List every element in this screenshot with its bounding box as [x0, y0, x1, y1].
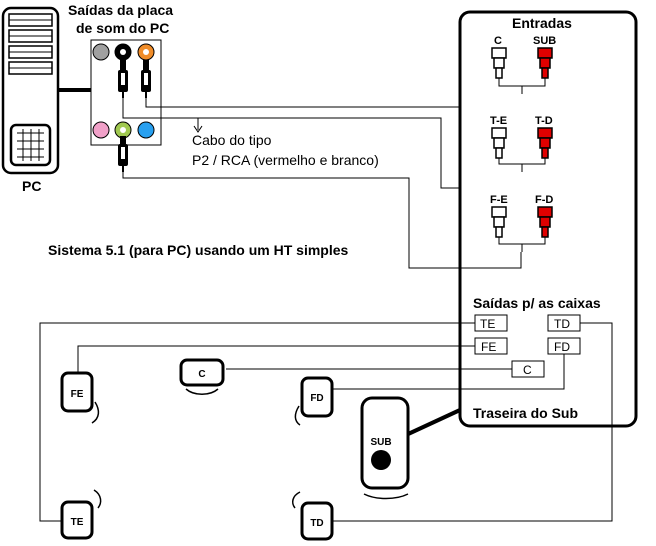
cable-note-line2: P2 / RCA (vermelho e branco): [192, 152, 379, 168]
input-td-label: T-D: [535, 115, 553, 127]
speaker-te: [60, 489, 102, 540]
output-te-label: TE: [480, 317, 495, 331]
input-c-label: C: [494, 35, 502, 47]
speaker-td-label: TD: [310, 518, 323, 529]
speaker-fe: [60, 371, 100, 424]
speaker-sub: [360, 396, 410, 500]
pc-tower: [1, 6, 60, 175]
orange-jack: [137, 43, 155, 61]
outputs-title: Saídas p/ as caixas: [473, 295, 601, 311]
sub-panel: [458, 10, 638, 428]
speaker-c: [179, 358, 225, 395]
input-fe-label: F-E: [490, 194, 508, 206]
rca-white-fe: [491, 206, 507, 238]
rca-red-fd: [537, 206, 553, 238]
gray-jack: [92, 43, 110, 61]
speaker-fd-label: FD: [310, 393, 323, 404]
rca-red-td: [537, 127, 553, 159]
soundcard-title-line2: de som do PC: [76, 20, 169, 36]
rca-white-te: [491, 127, 507, 159]
inputs-title: Entradas: [512, 15, 572, 31]
speaker-fe-label: FE: [71, 389, 84, 400]
speaker-c-label: C: [198, 369, 205, 380]
speaker-sub-label: SUB: [370, 437, 391, 448]
sub-link: [405, 408, 461, 437]
speaker-cables: [39, 322, 613, 522]
blue-jack: [137, 121, 155, 139]
output-td-label: TD: [554, 317, 570, 331]
input-te-label: T-E: [490, 115, 507, 127]
input-sub-label: SUB: [533, 35, 556, 47]
green-jack: [114, 121, 132, 139]
rca-white-c: [491, 47, 507, 79]
input-cables: [122, 98, 522, 269]
rear-label: Traseira do Sub: [473, 405, 578, 421]
pink-jack: [92, 121, 110, 139]
p2-plug-center-sub: [118, 136, 128, 172]
rca-red-sub: [537, 47, 553, 79]
input-fd-label: F-D: [535, 194, 553, 206]
cable-note-line1: Cabo do tipo: [192, 132, 272, 148]
soundcard-title-line1: Saídas da placa: [68, 2, 173, 18]
speaker-fd: [294, 376, 334, 426]
pc-label: PC: [22, 178, 41, 194]
output-fe-label: FE: [481, 340, 496, 354]
speaker-td: [291, 491, 334, 541]
speaker-te-label: TE: [71, 517, 84, 528]
output-c-label: C: [523, 363, 532, 377]
system-caption: Sistema 5.1 (para PC) usando um HT simpl…: [48, 242, 349, 258]
p2-plug-rear: [141, 60, 151, 98]
black-jack: [114, 43, 132, 61]
p2-plug-front: [118, 60, 128, 98]
output-fd-label: FD: [554, 340, 570, 354]
